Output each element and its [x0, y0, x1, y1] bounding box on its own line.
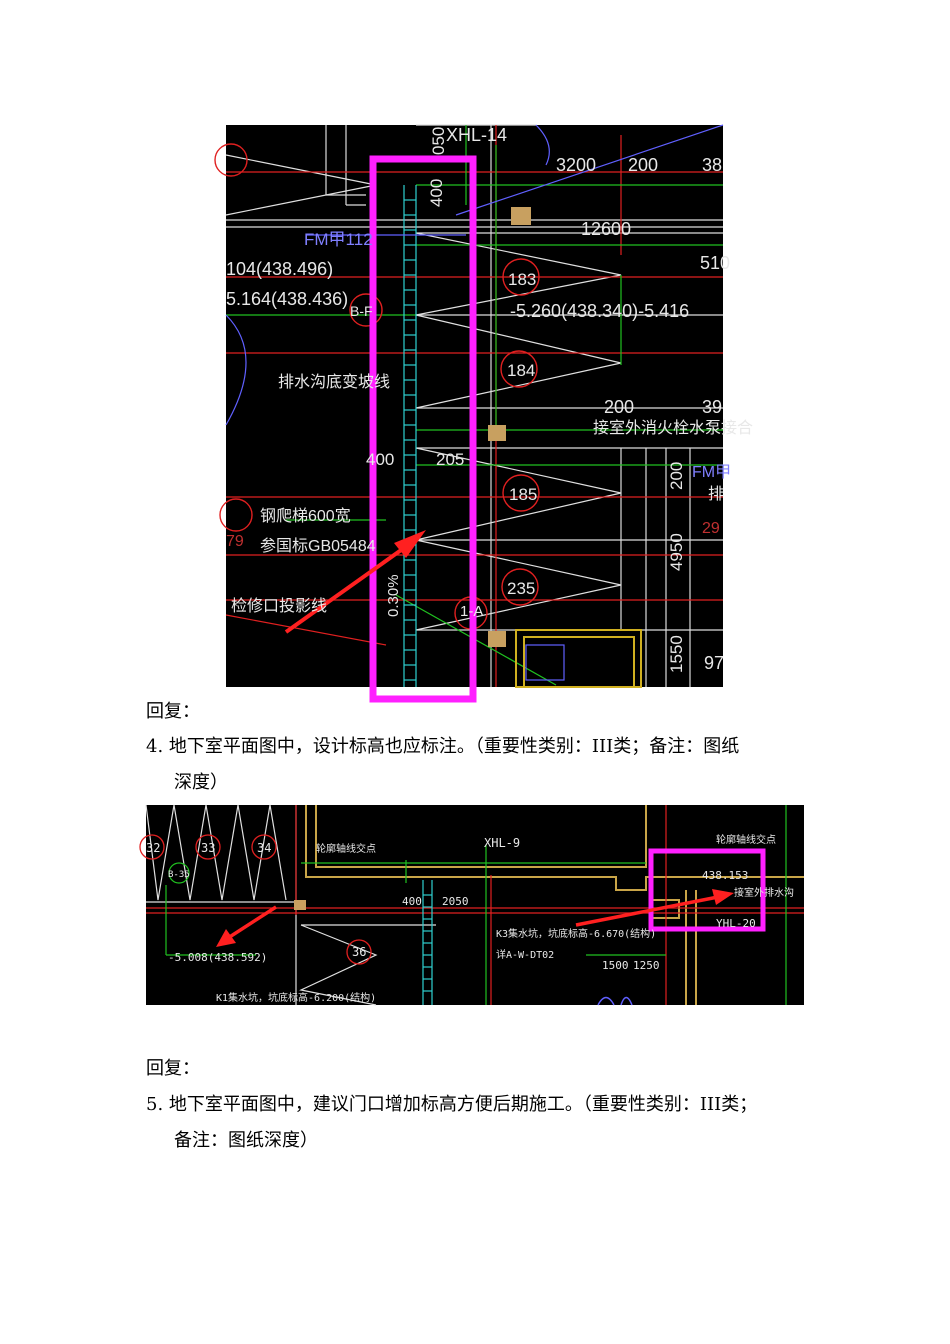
label-ladder: 钢爬梯600宽: [260, 507, 351, 525]
label-elev-3: -5.260(438.340)-5.416: [510, 301, 689, 321]
label-num-29: 29: [702, 520, 720, 537]
label-boundary-1: 轮廓轴线交点: [316, 842, 376, 855]
label-elev-left: -5.008(438.592): [168, 951, 267, 964]
label-dim-205: 205: [436, 450, 464, 469]
label-n32: 32: [146, 841, 160, 855]
label-dim-38: 38: [702, 155, 722, 175]
label-tag-bf: B-F: [350, 303, 373, 319]
label-outdoor: 接室外排水沟: [734, 886, 794, 899]
label-dim-200a: 200: [628, 155, 658, 175]
label-d1500: 1500: [602, 959, 629, 972]
label-num-184: 184: [507, 361, 535, 380]
label-elev-top: 438.153: [702, 869, 748, 882]
label-ditch: 排水沟底变坡线: [278, 373, 390, 391]
label-dim-400h: 400: [366, 450, 394, 469]
label-d2050: 2050: [442, 895, 469, 908]
label-num-185: 185: [509, 485, 537, 504]
label-num-79: 79: [226, 533, 244, 550]
label-dim-1550: 1550: [667, 635, 686, 673]
label-n34: 34: [257, 841, 271, 855]
label-d1250: 1250: [633, 959, 660, 972]
label-fm2: FM甲: [692, 464, 731, 481]
label-elev-1: 104(438.496): [226, 259, 333, 279]
label-k3: K3集水坑，坑底标高-6.670(结构): [496, 927, 656, 940]
item-4-line-2: 深度）: [174, 772, 228, 793]
label-n36: 36: [352, 945, 366, 959]
label-code: XHL-9: [484, 836, 520, 850]
label-boundary-2: 轮廓轴线交点: [716, 833, 776, 846]
label-yhl: YHL-20: [716, 917, 756, 930]
label-dim-39: 39: [702, 397, 722, 417]
label-fm: FM甲112: [304, 230, 373, 249]
label-pai: 排: [708, 485, 724, 503]
label-dim-200v: 200: [667, 462, 686, 490]
item-5-line-2: 备注：图纸深度）: [174, 1130, 318, 1151]
item-5-line-1: 5. 地下室平面图中，建议门口增加标高方便后期施工。（重要性类别：III类；: [146, 1094, 758, 1115]
label-d400: 400: [402, 895, 422, 908]
label-dim-510: 510: [700, 253, 730, 273]
reply-label-1: 回复：: [146, 701, 200, 722]
label-hatch: 检修口投影线: [231, 597, 327, 615]
cad-figure-2: 32 33 34 36 B-35 轮廓轴线交点 XHL-9 轮廓轴线交点 438…: [139, 804, 804, 1006]
label-dim-12600: 12600: [581, 219, 631, 239]
label-slope: 0.30%: [385, 574, 402, 617]
label-dim-top: 050: [429, 127, 448, 155]
label-tag-1a: 1-A: [460, 603, 483, 620]
label-hydrant: 接室外消火栓水泵接合: [593, 419, 753, 437]
label-gb: 参国标GB05484: [260, 537, 376, 555]
label-dim-200b: 200: [604, 397, 634, 417]
label-dim-400v: 400: [427, 179, 446, 207]
cad-figure-1: XHL-14 3200 200 38 12600 510 104(438.496…: [214, 124, 753, 703]
reply-label-2: 回复：: [146, 1058, 200, 1079]
item-4-line-1: 4. 地下室平面图中，设计标高也应标注。（重要性类别：III类；备注：图纸: [146, 736, 740, 757]
label-dim-97: 97: [704, 653, 724, 673]
label-k1: K1集水坑，坑底标高-6.200(结构): [216, 991, 376, 1004]
label-num-183: 183: [508, 270, 536, 289]
label-elev-2: 5.164(438.436): [226, 289, 348, 309]
label-tag-b: B-35: [168, 870, 190, 880]
label-n33: 33: [201, 841, 215, 855]
label-dim-3200: 3200: [556, 155, 596, 175]
label-ref: 详A-W-DT02: [496, 948, 554, 961]
label-num-235: 235: [507, 579, 535, 598]
label-top-code: XHL-14: [446, 125, 507, 145]
label-dim-4950: 4950: [667, 533, 686, 571]
